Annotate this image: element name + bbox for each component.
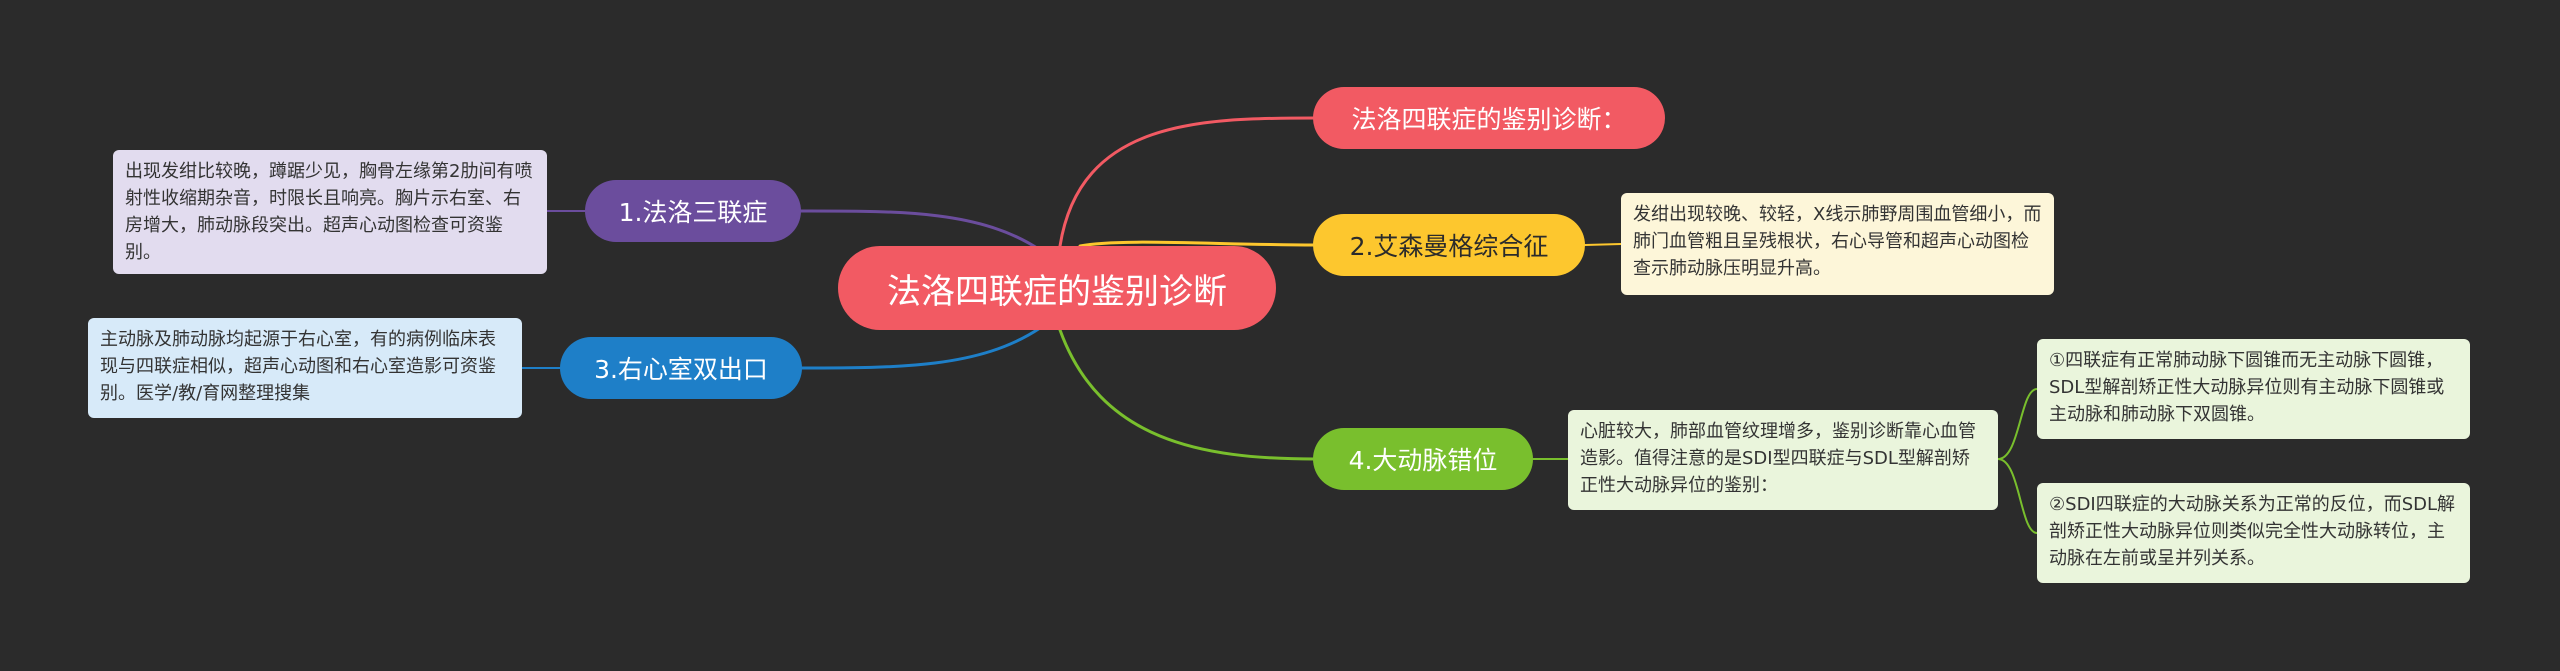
link-note-child-b [1997, 458, 2038, 534]
link-topic2-note [1584, 243, 1622, 246]
topic-double-outlet-right-ventricle[interactable]: 3.右心室双出口 [560, 337, 802, 399]
note-conus-difference[interactable]: ①四联症有正常肺动脉下圆锥而无主动脉下圆锥，SDL型解剖矫正性大动脉异位则有主动… [2037, 339, 2470, 439]
topic-great-artery-transposition[interactable]: 4.大动脉错位 [1313, 428, 1533, 490]
root-topic[interactable]: 法洛四联症的鉴别诊断 [838, 246, 1276, 330]
note-double-outlet-right-ventricle[interactable]: 主动脉及肺动脉均起源于右心室，有的病例临床表现与四联症相似，超声心动图和右心室造… [88, 318, 522, 418]
link-root-topic2 [1078, 240, 1317, 248]
link-root-topic1 [798, 209, 1042, 252]
note-eisenmenger[interactable]: 发绀出现较晚、较轻，X线示肺野周围血管细小，而肺门血管粗且呈残根状，右心导管和超… [1621, 193, 2054, 295]
note-trilogy-of-fallot[interactable]: 出现发绀比较晚，蹲踞少见，胸骨左缘第2肋间有喷射性收缩期杂音，时限长且响亮。胸片… [113, 150, 547, 274]
topic-eisenmenger[interactable]: 2.艾森曼格综合征 [1313, 214, 1585, 276]
link-note-child-a [1997, 388, 2038, 460]
link-root-title [1058, 116, 1317, 248]
note-artery-relationship[interactable]: ②SDI四联症的大动脉关系为正常的反位，而SDL解剖矫正性大动脉异位则类似完全性… [2037, 483, 2470, 583]
topic-trilogy-of-fallot[interactable]: 1.法洛三联症 [585, 180, 801, 242]
link-root-topic3 [798, 326, 1042, 370]
note-great-artery-transposition[interactable]: 心脏较大，肺部血管纹理增多，鉴别诊断靠心血管造影。值得注意的是SDⅠ型四联症与S… [1568, 410, 1998, 510]
link-root-topic4 [1058, 328, 1317, 461]
topic-differential-diagnosis[interactable]: 法洛四联症的鉴别诊断： [1313, 87, 1665, 149]
